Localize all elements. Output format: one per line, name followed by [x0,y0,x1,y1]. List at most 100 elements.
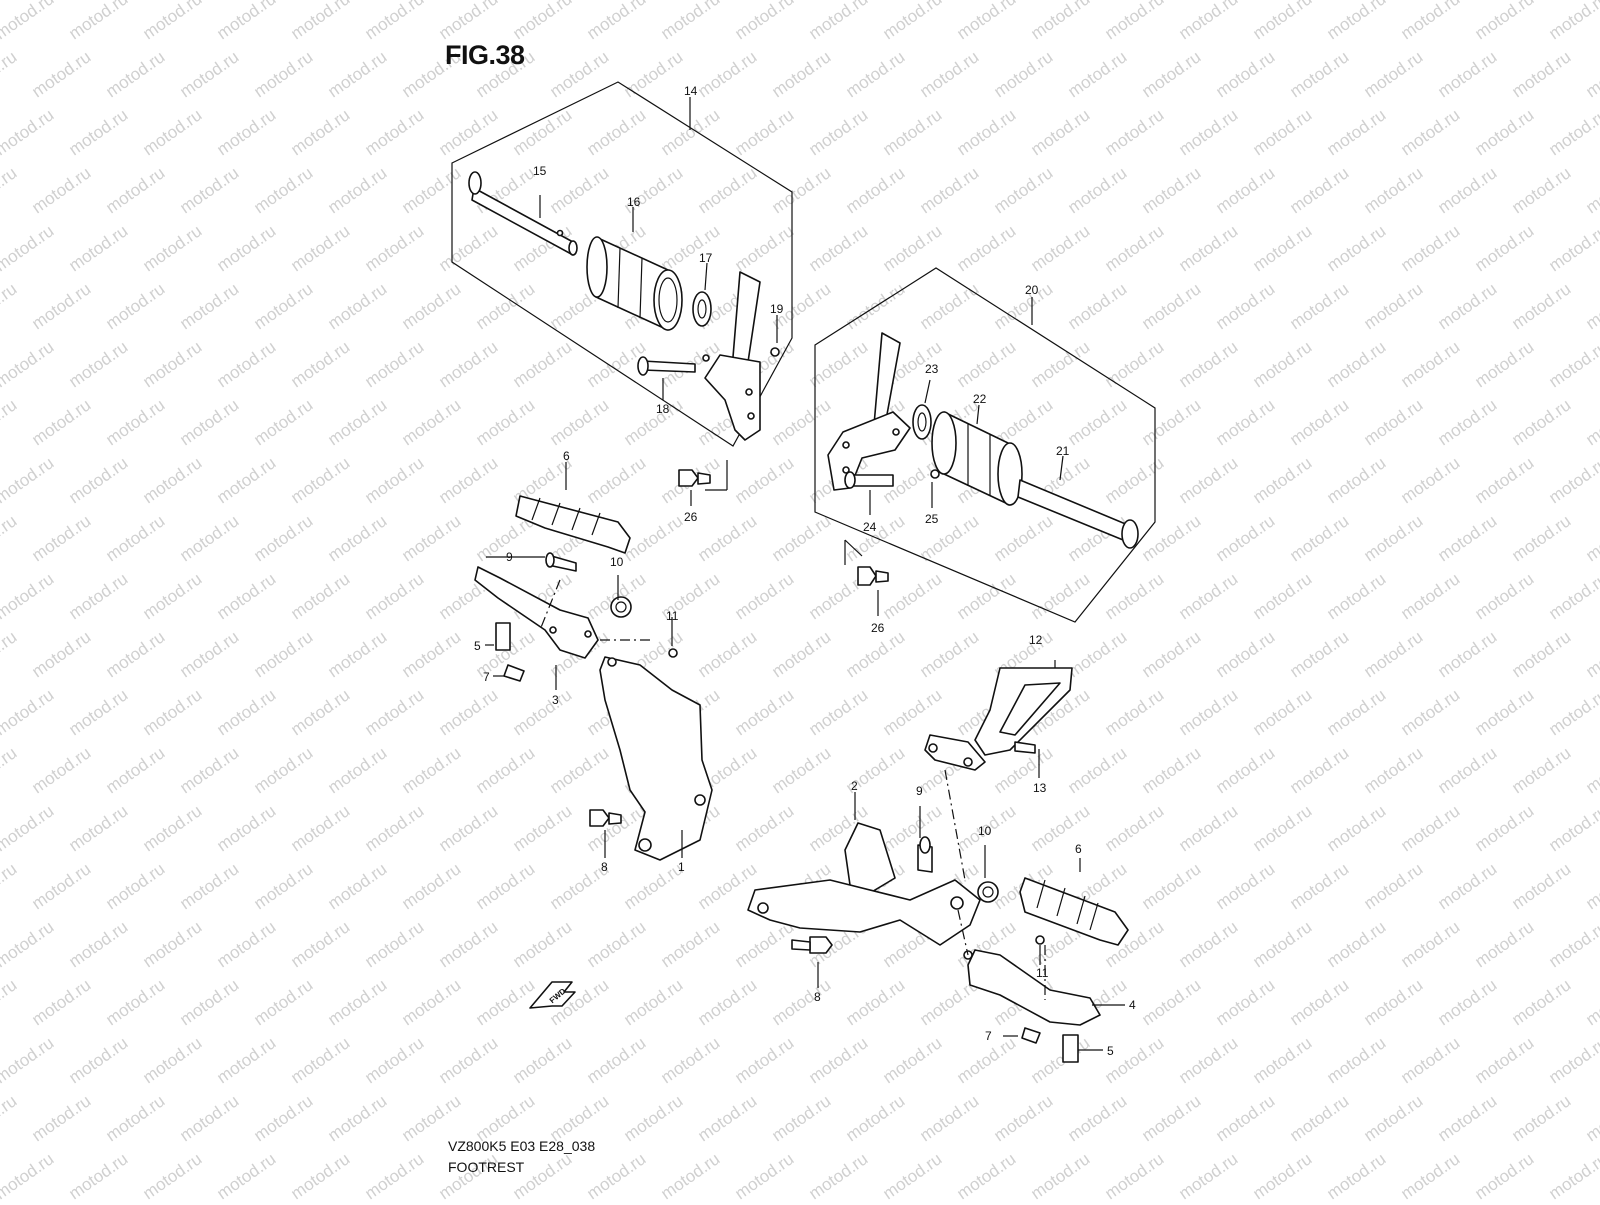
watermark-text: motod.ru [398,743,464,797]
watermark-text: motod.ru [1360,511,1426,565]
watermark-text: motod.ru [176,859,242,913]
watermark-text: motod.ru [1323,569,1389,623]
bolt-26-left [678,469,711,506]
watermark-text: motod.ru [1249,1149,1315,1200]
watermark-text: motod.ru [287,801,353,855]
watermark-text: motod.ru [1286,163,1352,217]
watermark-text: motod.ru [1286,395,1352,449]
callout-5-right: 5 [1107,1044,1114,1058]
watermark-text: motod.ru [1434,511,1500,565]
forward-arrow-icon: FWD [529,981,576,1009]
watermark-text: motod.ru [65,569,131,623]
watermark-text: motod.ru [1434,395,1500,449]
watermark-text: motod.ru [1138,859,1204,913]
callout-7-left: 7 [483,670,490,684]
watermark-text: motod.ru [472,859,538,913]
watermark-text: motod.ru [879,685,945,739]
watermark-text: motod.ru [28,1091,94,1145]
watermark-text: motod.ru [620,859,686,913]
watermark-text: motod.ru [324,1091,390,1145]
watermark-text: motod.ru [435,0,501,43]
watermark-text: motod.ru [0,279,20,333]
watermark-text: motod.ru [583,105,649,159]
watermark-text: motod.ru [842,975,908,1029]
watermark-text: motod.ru [1249,453,1315,507]
watermark-text: motod.ru [1175,917,1241,971]
watermark-text: motod.ru [1286,47,1352,101]
callout-7-right: 7 [985,1029,992,1043]
watermark-text: motod.ru [583,0,649,43]
watermark-text: motod.ru [361,569,427,623]
watermark-text: motod.ru [768,1091,834,1145]
watermark-text: motod.ru [1175,1149,1241,1200]
watermark-text: motod.ru [1545,801,1600,855]
callout-9-left: 9 [506,550,513,564]
watermark-text: motod.ru [1545,337,1600,391]
watermark-text: motod.ru [1582,1091,1600,1145]
watermark-text: motod.ru [398,395,464,449]
watermark-text: motod.ru [1175,569,1241,623]
watermark-text: motod.ru [583,917,649,971]
watermark-text: motod.ru [1101,1033,1167,1087]
watermark-text: motod.ru [0,511,20,565]
watermark-text: motod.ru [879,1149,945,1200]
watermark-text: motod.ru [620,395,686,449]
watermark-text: motod.ru [1286,511,1352,565]
watermark-text: motod.ru [879,801,945,855]
watermark-text: motod.ru [139,105,205,159]
watermark-text: motod.ru [1101,685,1167,739]
watermark-text: motod.ru [1138,279,1204,333]
watermark-text: motod.ru [953,1149,1019,1200]
watermark-text: motod.ru [694,47,760,101]
watermark-text: motod.ru [139,801,205,855]
footrest-group-left [474,462,713,861]
watermark-text: motod.ru [1434,975,1500,1029]
watermark-text: motod.ru [1249,801,1315,855]
watermark-text: motod.ru [1175,453,1241,507]
watermark-text: motod.ru [731,1033,797,1087]
watermark-text: motod.ru [1286,975,1352,1029]
figure-caption: FOOTREST [448,1159,525,1175]
watermark-text: motod.ru [213,569,279,623]
watermark-text: motod.ru [28,163,94,217]
watermark-text: motod.ru [1360,975,1426,1029]
watermark-text: motod.ru [28,395,94,449]
watermark-text: motod.ru [768,47,834,101]
watermark-text: motod.ru [1397,221,1463,275]
watermark-text: motod.ru [694,163,760,217]
figure-title: FIG.38 [445,40,525,70]
callout-18: 18 [656,402,670,416]
watermark-text: motod.ru [65,0,131,43]
watermark-text: motod.ru [1508,627,1574,681]
watermark-text: motod.ru [324,859,390,913]
watermark-text: motod.ru [1138,1091,1204,1145]
watermark-text: motod.ru [213,221,279,275]
watermark-text: motod.ru [176,511,242,565]
watermark-text: motod.ru [1360,163,1426,217]
watermark-text: motod.ru [1582,279,1600,333]
watermark-text: motod.ru [1471,569,1537,623]
watermark-text: motod.ru [435,685,501,739]
watermark-text: motod.ru [731,105,797,159]
watermark-text: motod.ru [65,1149,131,1200]
watermark-text: motod.ru [1138,511,1204,565]
watermark-text: motod.ru [1397,801,1463,855]
watermark-text: motod.ru [65,917,131,971]
watermark-text: motod.ru [1508,743,1574,797]
watermark-text: motod.ru [176,1091,242,1145]
watermark-text: motod.ru [657,1149,723,1200]
watermark-text: motod.ru [0,1091,20,1145]
watermark-text: motod.ru [1545,685,1600,739]
watermark-text: motod.ru [0,685,57,739]
assembly-box-left [451,81,793,447]
watermark-text: motod.ru [1138,743,1204,797]
watermark-text: motod.ru [250,511,316,565]
watermark-text: motod.ru [287,685,353,739]
watermark-text: motod.ru [990,279,1056,333]
watermark-text: motod.ru [731,801,797,855]
watermark-text: motod.ru [990,47,1056,101]
watermark-text: motod.ru [1323,105,1389,159]
watermark-text: motod.ru [250,627,316,681]
watermark-text: motod.ru [398,279,464,333]
watermark-text: motod.ru [176,395,242,449]
